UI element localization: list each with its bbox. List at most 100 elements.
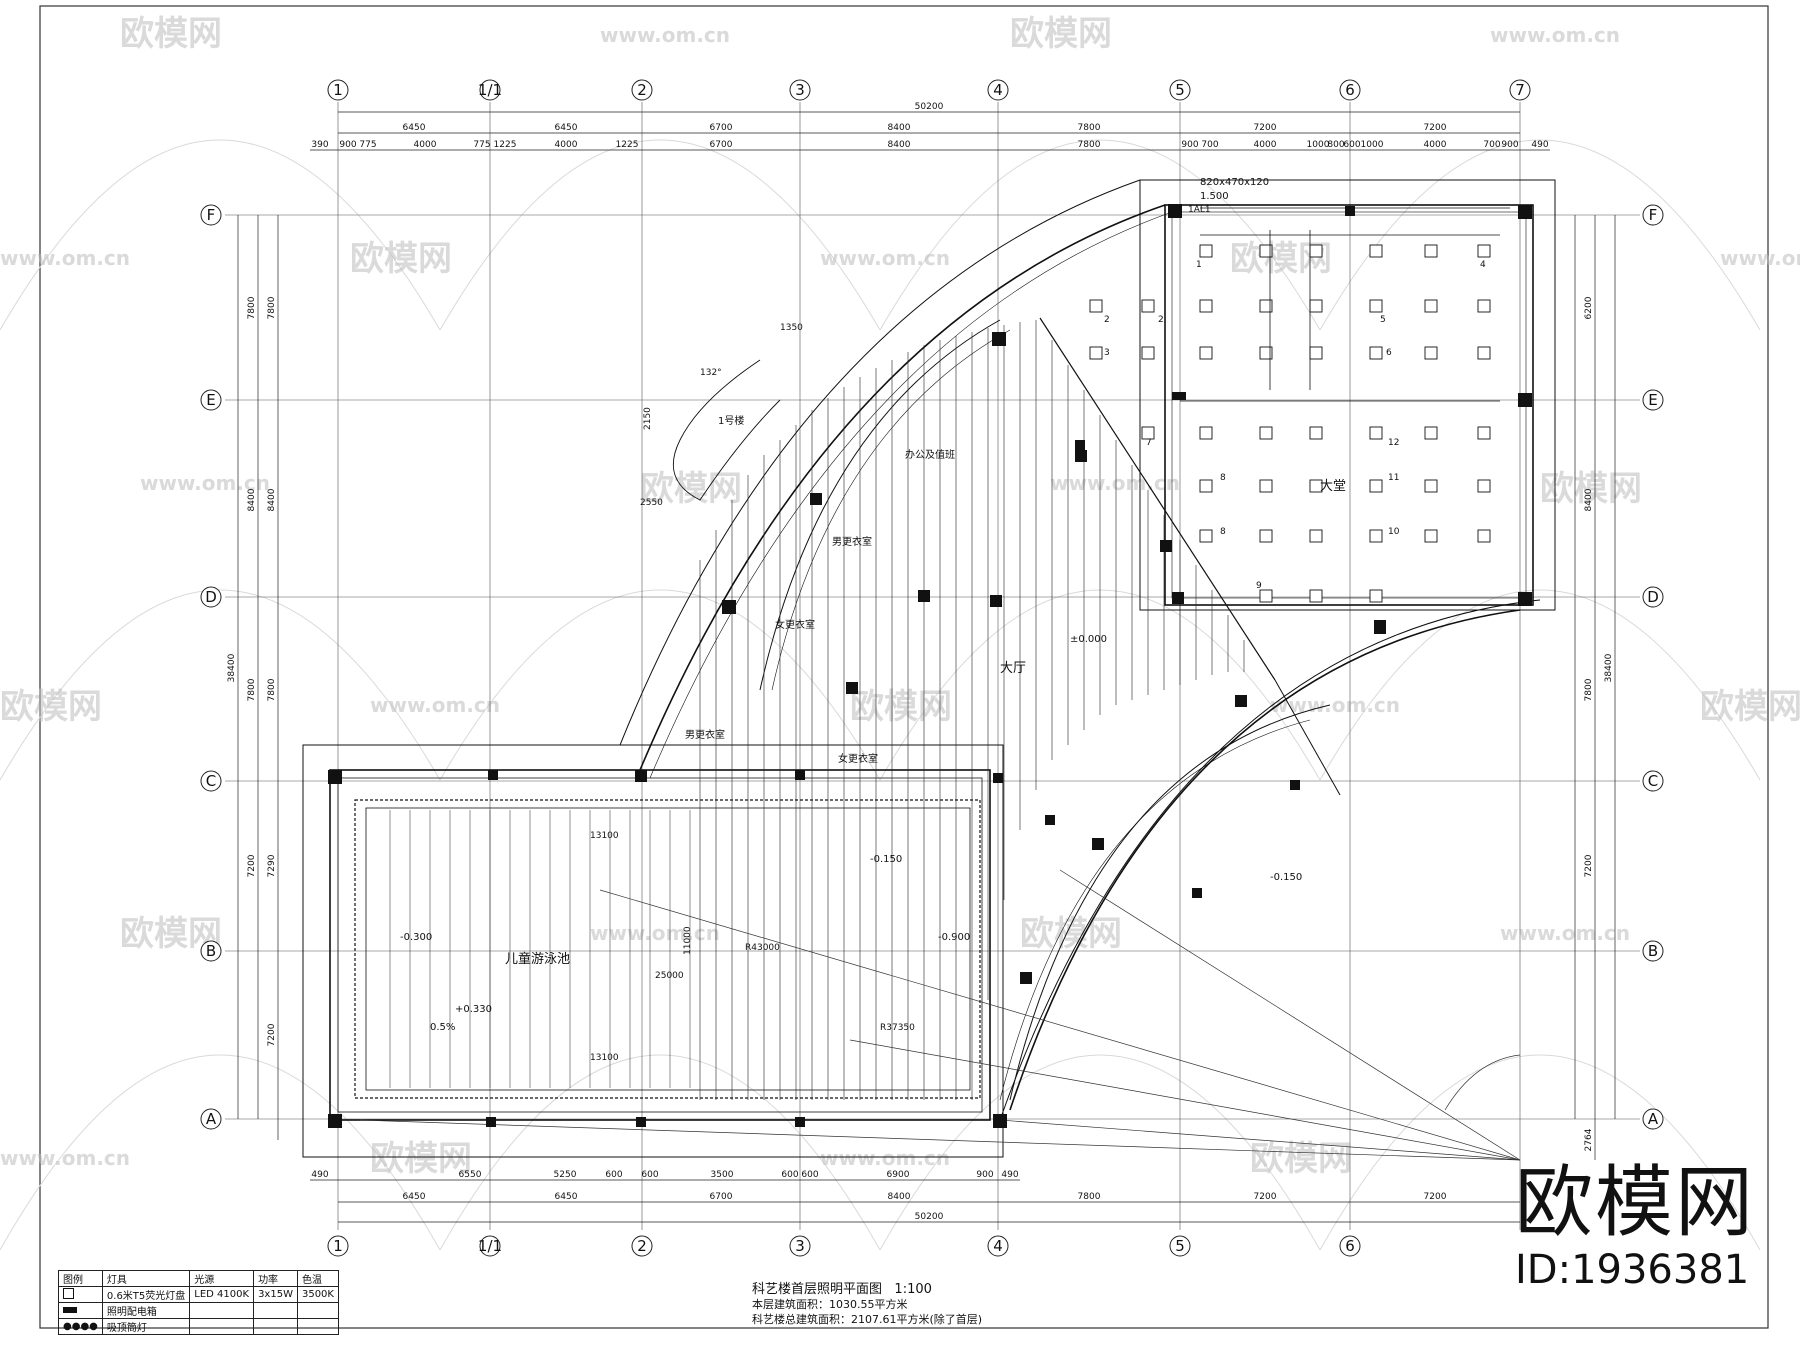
svg-text:900: 900	[976, 1170, 993, 1180]
dim-total-top: 50200	[915, 102, 944, 112]
svg-text:600: 600	[801, 1170, 818, 1180]
watermark-url: www.om.cn	[820, 1146, 950, 1170]
axis-bubbles-bottom: 1 1/1 2 3 4 5 6	[327, 1235, 1361, 1257]
svg-text:7800: 7800	[1078, 140, 1101, 150]
svg-text:1350: 1350	[780, 323, 803, 333]
legend-header: 功率	[253, 1270, 298, 1287]
svg-text:6450: 6450	[555, 1192, 578, 1202]
axis-label: E	[1648, 391, 1657, 409]
axis-label: 2	[637, 81, 647, 99]
svg-text:600: 600	[781, 1170, 798, 1180]
svg-text:1.500: 1.500	[1200, 191, 1229, 202]
svg-text:2: 2	[1104, 315, 1110, 325]
legend-fixture-temp: 3500K	[296, 1286, 339, 1303]
watermark-url: www.om.cn	[1490, 23, 1620, 47]
fixture-symbol-icon	[58, 1286, 103, 1303]
watermarks: 欧模网 www.om.cn 欧模网 www.om.cn www.om.cn 欧模…	[0, 14, 1800, 1179]
svg-text:25000: 25000	[655, 971, 684, 981]
svg-text:490: 490	[311, 1170, 328, 1180]
watermark-logo: 欧模网	[370, 1139, 472, 1179]
watermark-logo: 欧模网	[850, 687, 952, 727]
fixture-circuit-numbers: 1 4 2 2 5 3 6 7 12 8 11 8 10 9	[1104, 260, 1486, 591]
left-dimensions	[237, 215, 279, 1140]
svg-text:-0.900: -0.900	[938, 932, 970, 943]
axis-label: F	[207, 206, 216, 224]
axis-label: E	[206, 391, 215, 409]
drawing-scale: 1:100	[894, 1282, 932, 1297]
axis-bubbles-top: 1 1/1 2 3 4 5 6 7	[327, 79, 1531, 101]
svg-text:7200: 7200	[1254, 1192, 1277, 1202]
watermark-logo: 欧模网	[640, 469, 742, 509]
svg-text:600: 600	[605, 1170, 622, 1180]
brand-id: ID:1936381	[1515, 1247, 1750, 1293]
room-female-changing: 女更衣室	[775, 618, 815, 631]
watermark-url: www.om.cn	[1270, 693, 1400, 717]
svg-text:6450: 6450	[403, 123, 426, 133]
watermark-url: www.om.cn	[590, 921, 720, 945]
watermark-url: www.om.cn	[820, 246, 950, 270]
svg-text:1000: 1000	[1361, 140, 1384, 150]
svg-text:11: 11	[1388, 473, 1399, 483]
svg-text:6200: 6200	[1584, 296, 1594, 319]
annotations: 13100 13100 25000 11000 ±0.000 -0.150 -0…	[400, 177, 1302, 1063]
svg-text:0.5%: 0.5%	[430, 1022, 455, 1033]
axis-label: 3	[795, 81, 805, 99]
axis-label: 1/1	[478, 1237, 502, 1255]
legend-table: 图例 灯具 光源 功率 色温 0.6米T5荧光灯盘 LED 4100K 3x15…	[58, 1270, 339, 1335]
svg-text:2150: 2150	[643, 407, 653, 430]
legend-fixture-source: LED 4100K	[189, 1286, 255, 1303]
svg-text:775: 775	[473, 140, 490, 150]
svg-text:8400: 8400	[247, 488, 257, 511]
dots-symbol-icon: ●●●●	[58, 1318, 103, 1335]
watermark-logo: 欧模网	[350, 239, 452, 279]
drawing-title: 科艺楼首层照明平面图	[752, 1282, 883, 1297]
bottom-dim-row2: 490 6550 5250 600 600 3500 600 600 6900 …	[311, 1170, 1018, 1180]
radial-lines	[359, 869, 1521, 1161]
svg-text:7800: 7800	[1584, 678, 1594, 701]
axis-label: 5	[1175, 1237, 1185, 1255]
pool-hatch	[389, 810, 691, 1088]
svg-text:8400: 8400	[1584, 488, 1594, 511]
svg-text:7200: 7200	[1254, 123, 1277, 133]
watermark-logo: 欧模网	[1250, 1139, 1352, 1179]
svg-text:600: 600	[1343, 140, 1360, 150]
legend-row: ●●●● 吸顶筒灯	[58, 1318, 339, 1335]
svg-text:-0.150: -0.150	[1270, 872, 1302, 883]
svg-text:13100: 13100	[590, 1053, 619, 1063]
watermark-logo: 欧模网	[0, 687, 102, 727]
axis-label: C	[206, 772, 216, 790]
svg-text:2550: 2550	[640, 498, 663, 508]
svg-text:7200: 7200	[267, 1023, 277, 1046]
axis-label: 3	[795, 1237, 805, 1255]
room-lobby: 大厅	[1000, 661, 1026, 676]
watermark-url: www.om.cn	[0, 1146, 130, 1170]
svg-text:5: 5	[1380, 315, 1386, 325]
svg-text:7: 7	[1146, 438, 1152, 448]
axis-label: 5	[1175, 81, 1185, 99]
watermark-url: www.om.cn	[140, 471, 270, 495]
svg-text:6700: 6700	[710, 140, 733, 150]
svg-text:-0.150: -0.150	[870, 854, 902, 865]
svg-text:5250: 5250	[554, 1170, 577, 1180]
svg-text:8: 8	[1220, 473, 1226, 483]
brand-block: 欧模网 ID:1936381	[1515, 1160, 1800, 1294]
stair-label: 1号楼	[718, 414, 744, 427]
svg-text:7800: 7800	[247, 678, 257, 701]
svg-text:6: 6	[1386, 348, 1392, 358]
svg-text:7800: 7800	[267, 296, 277, 319]
legend-header: 色温	[296, 1270, 339, 1287]
axis-label: 4	[993, 1237, 1003, 1255]
room-office: 办公及值班	[905, 448, 955, 461]
watermark-url: www.om.cn	[1720, 246, 1800, 270]
watermark-url: www.om.cn	[600, 23, 730, 47]
svg-text:8400: 8400	[888, 140, 911, 150]
top-dim-row2: 390 900 775 4000 775 1225 4000 1225 6700…	[311, 140, 1548, 150]
svg-text:R37350: R37350	[880, 1023, 915, 1033]
top-dimensions	[310, 111, 1550, 151]
svg-text:4000: 4000	[555, 140, 578, 150]
svg-text:7200: 7200	[247, 854, 257, 877]
svg-text:1: 1	[1196, 260, 1202, 270]
svg-text:820x470x120: 820x470x120	[1200, 177, 1269, 188]
svg-text:1AL1: 1AL1	[1188, 205, 1211, 215]
svg-text:11000: 11000	[683, 926, 693, 955]
